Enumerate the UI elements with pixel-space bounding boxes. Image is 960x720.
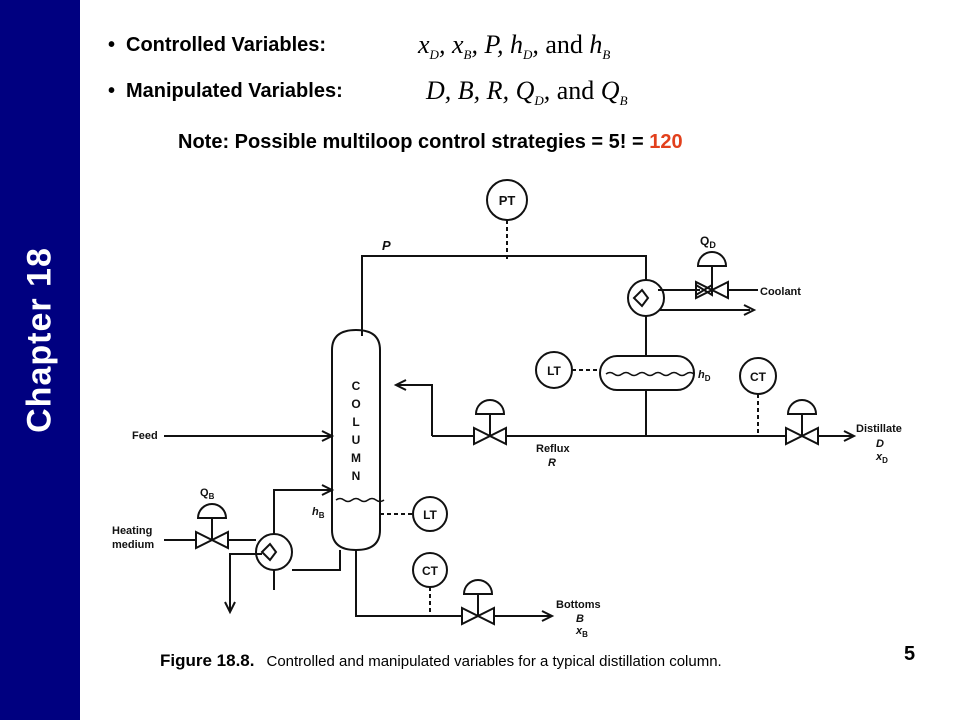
bottoms-b-label: B: [576, 613, 584, 625]
heating-label-1: Heating: [112, 525, 152, 537]
bottoms-xb-label: xB: [575, 625, 588, 639]
distillate-valve-actuator: [786, 399, 818, 415]
manipulated-variables-bullet: • Manipulated Variables:: [108, 80, 343, 103]
qd-label: QD: [700, 234, 716, 250]
ct-top-label: CT: [750, 370, 767, 384]
note-text: Note: Possible multiloop control strateg…: [178, 131, 650, 153]
heating-valve-actuator: [196, 503, 228, 519]
coolant-label: Coolant: [760, 286, 801, 298]
svg-text:U: U: [352, 433, 361, 447]
manipulated-variables-label: Manipulated Variables:: [126, 80, 343, 102]
reboiler-feed: [292, 550, 341, 571]
distillate-label: Distillate: [856, 423, 902, 435]
column-level: [335, 497, 385, 503]
bottoms-label: Bottoms: [556, 599, 601, 611]
svg-text:O: O: [351, 397, 360, 411]
reboiler-vapor-return: [273, 489, 330, 534]
column: [331, 328, 381, 552]
bullet-dot: •: [108, 80, 116, 102]
column-bottoms-line: [355, 550, 462, 617]
svg-text:L: L: [352, 415, 359, 429]
feed-label: Feed: [132, 430, 158, 442]
drum-level: [605, 371, 695, 377]
reflux-drum: [599, 355, 695, 391]
reflux-valve-actuator: [474, 399, 506, 415]
manipulated-variables-math: D, B, R, QD, and QB: [426, 76, 628, 109]
bottoms-valve-actuator: [462, 579, 494, 595]
reboiler-coil: [260, 542, 278, 562]
ct-bottom-label: CT: [422, 564, 439, 578]
distillation-column-diagram: PT P QD Coolant hD LT CT Reflux R Distil…: [112, 179, 902, 639]
figure-number: Figure 18.8.: [160, 651, 255, 670]
reflux-label: Reflux: [536, 443, 571, 455]
qb-label: QB: [200, 487, 215, 501]
heating-medium-out: [229, 553, 262, 610]
svg-text:N: N: [352, 469, 361, 483]
note-line: Note: Possible multiloop control strateg…: [178, 131, 683, 154]
figure-caption: Figure 18.8. Controlled and manipulated v…: [160, 651, 722, 671]
chapter-label: Chapter 18: [20, 247, 59, 433]
controlled-variables-label: Controlled Variables:: [126, 34, 327, 56]
lt-bottom-transmitter: [412, 496, 448, 532]
column-letters: C O L U M N: [351, 379, 361, 483]
condenser-coil: [632, 288, 650, 308]
bullet-dot: •: [108, 34, 116, 56]
svg-text:M: M: [351, 451, 361, 465]
lt-top-label: LT: [547, 364, 561, 378]
heating-label-2: medium: [112, 539, 154, 551]
overhead-vapor-line: [361, 255, 647, 336]
svg-text:C: C: [352, 379, 361, 393]
pt-label: PT: [499, 193, 516, 208]
controlled-variables-math: xD, xB, P, hD, and hB: [418, 30, 611, 63]
hb-label: hB: [312, 506, 325, 520]
coolant-valve-actuator: [696, 251, 728, 267]
controlled-variables-bullet: • Controlled Variables:: [108, 34, 326, 57]
page-number: 5: [904, 643, 916, 665]
hd-label: hD: [698, 369, 711, 383]
distillate-d-label: D: [876, 438, 884, 450]
reflux-r-label: R: [548, 457, 556, 469]
note-highlight: 120: [649, 131, 683, 153]
caption-text: Controlled and manipulated variables for…: [266, 653, 722, 670]
lt-bottom-label: LT: [423, 508, 437, 522]
distillate-xd-label: xD: [875, 451, 888, 465]
reflux-return: [398, 384, 433, 436]
pressure-label: P: [382, 238, 391, 253]
chapter-sidebar: Chapter 18: [0, 0, 80, 720]
